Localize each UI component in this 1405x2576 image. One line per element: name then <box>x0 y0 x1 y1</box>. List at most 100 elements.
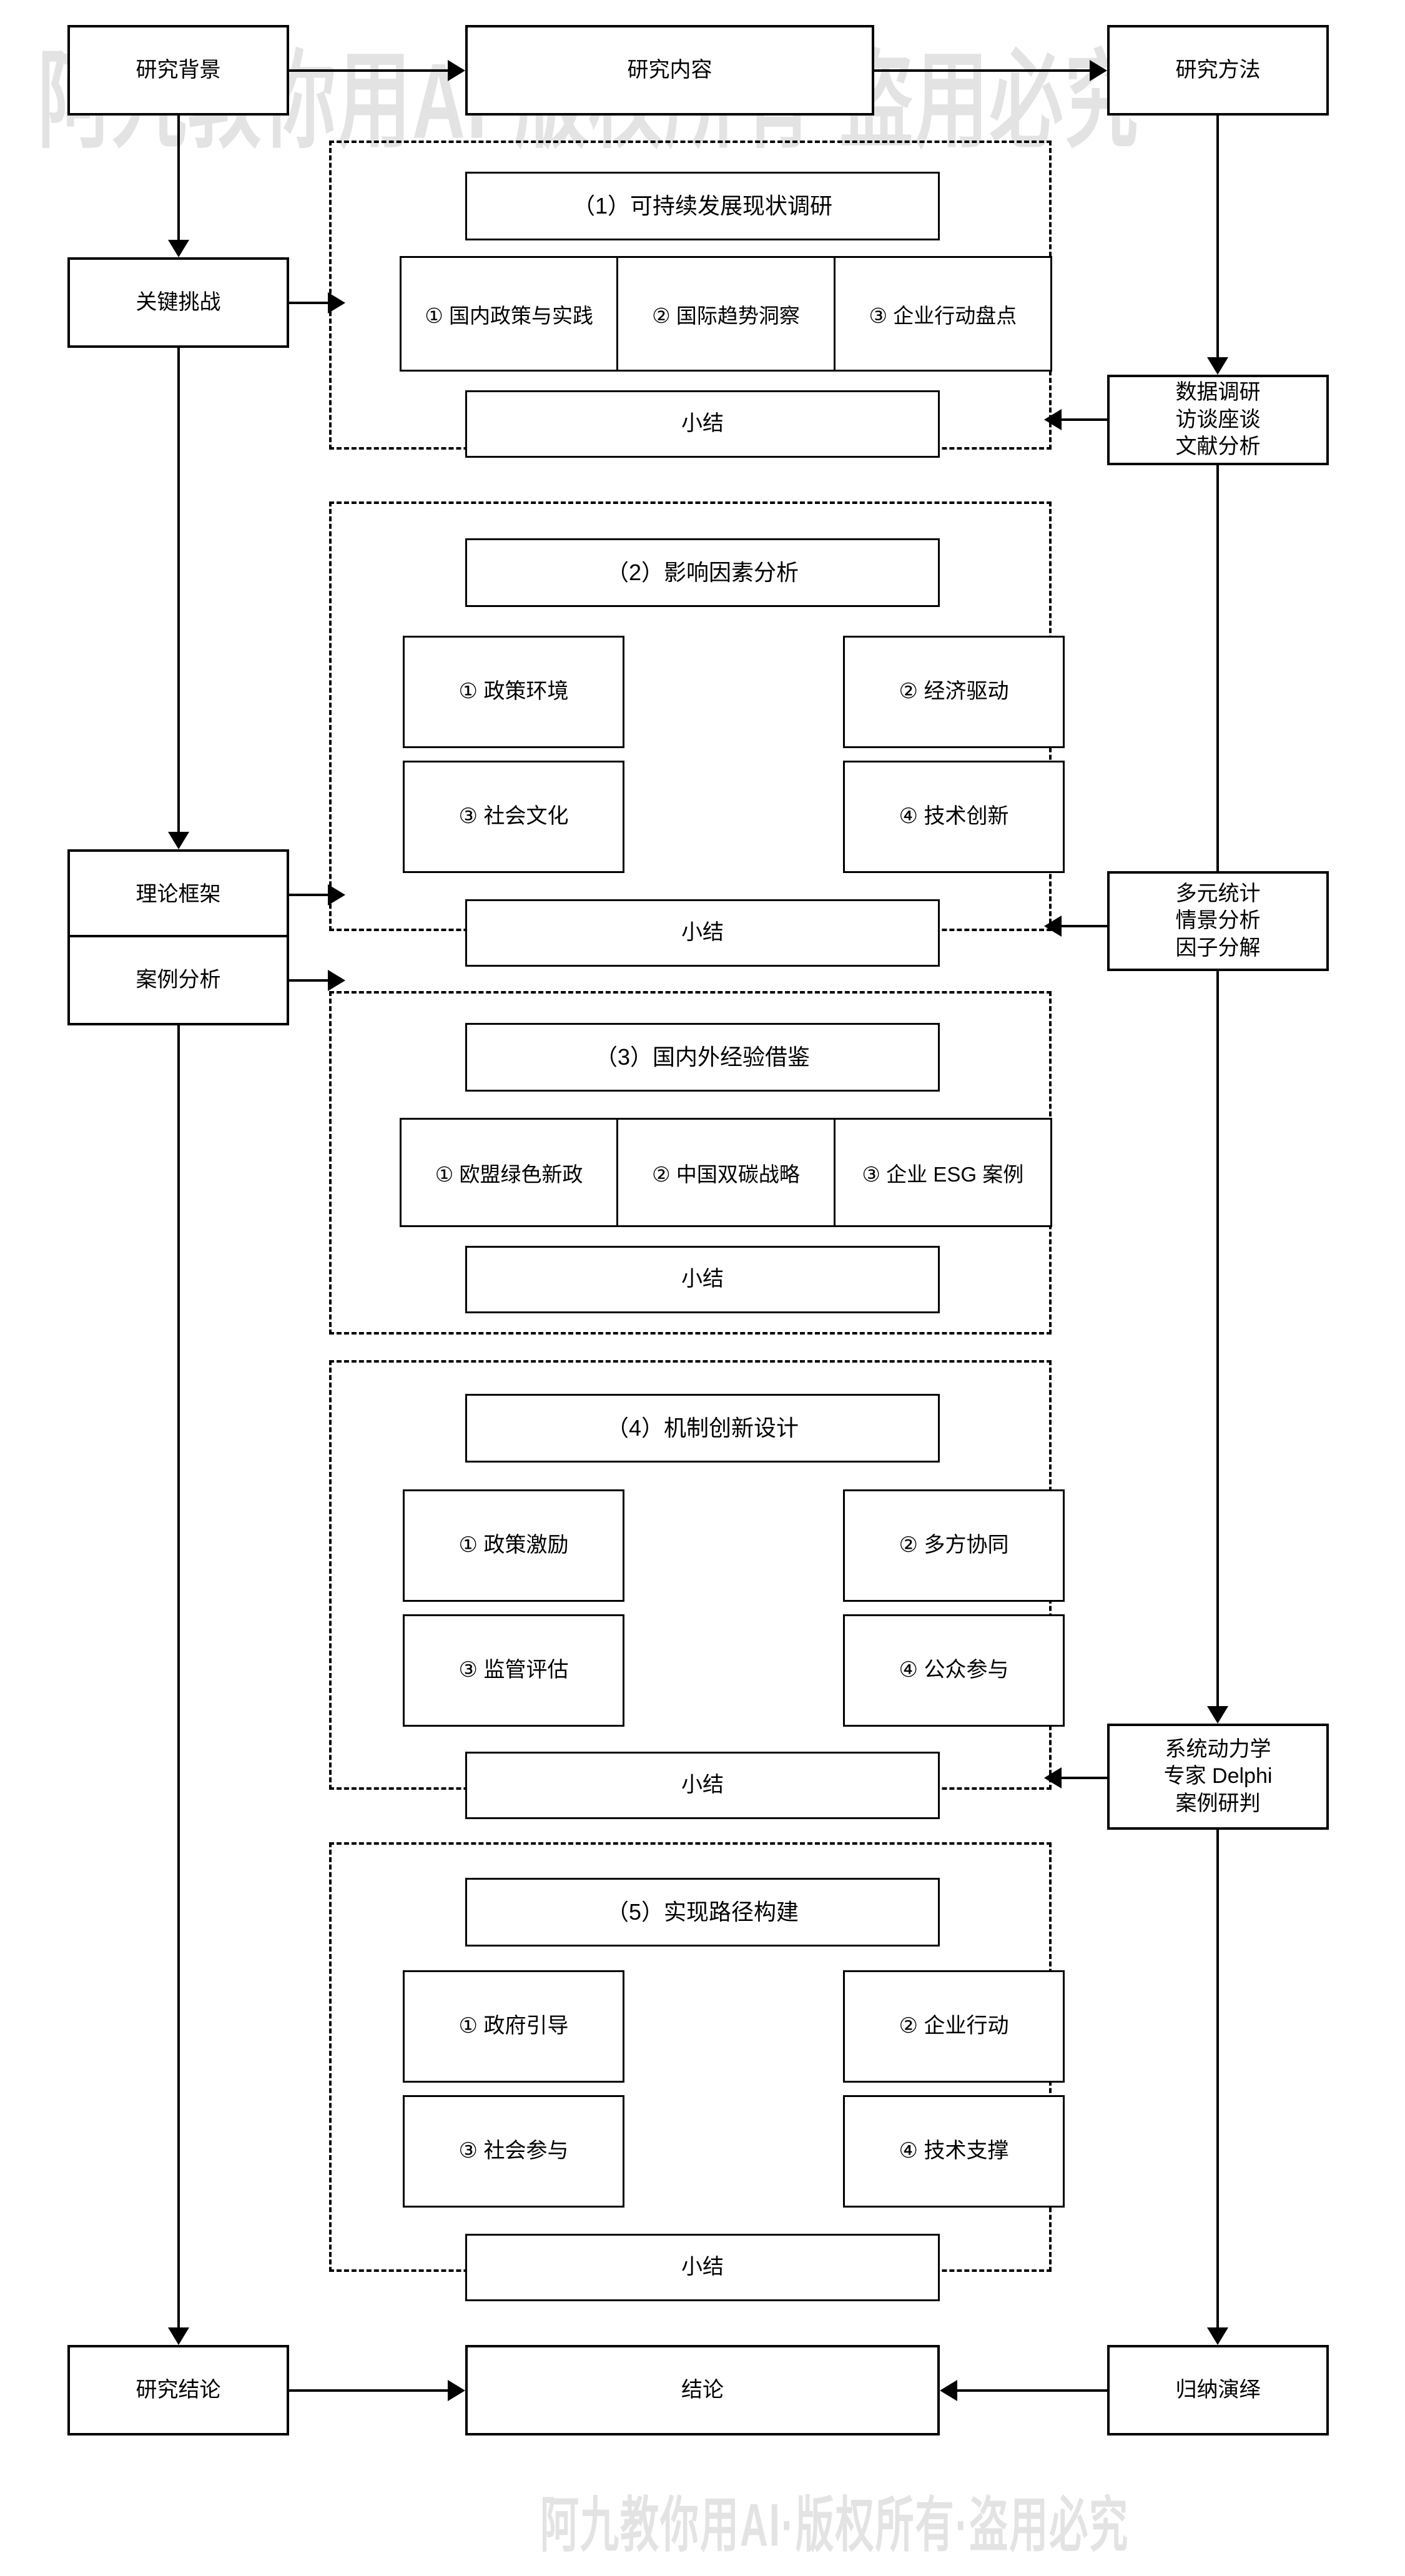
node-research-background[interactable]: 研究背景 <box>67 25 289 116</box>
section-5-item-4[interactable]: ④ 技术支撑 <box>843 2095 1065 2208</box>
section-title-label: （2）影响因素分析 <box>606 559 799 585</box>
item-label: ③ 企业行动盘点 <box>869 303 1017 327</box>
section-5-title[interactable]: （5）实现路径构建 <box>465 1878 940 1947</box>
node-label: 结论 <box>681 2377 724 2402</box>
arrow-content-to-method-icon <box>1090 60 1107 81</box>
section-1-item-1[interactable]: ① 国内政策与实践 <box>402 258 619 370</box>
node-label: 数据调研 访谈座谈 文献分析 <box>1175 380 1261 459</box>
connector-background-to-content <box>289 69 448 72</box>
section-4-title[interactable]: （4）机制创新设计 <box>465 1394 940 1463</box>
arrow-to-theory-icon <box>168 832 189 849</box>
connector-system-dynamics-to-section4 <box>1062 1777 1107 1779</box>
section-3-item-2[interactable]: ② 中国双碳战略 <box>618 1120 836 1225</box>
section-4-item-4[interactable]: ④ 公众参与 <box>843 1614 1065 1727</box>
node-theoretical-framework[interactable]: 理论框架 <box>67 849 289 940</box>
section-2-summary[interactable]: 小结 <box>465 899 940 967</box>
section-2-item-1[interactable]: ① 政策环境 <box>403 636 624 748</box>
section-4-item-1[interactable]: ① 政策激励 <box>403 1489 624 1602</box>
item-label: ③ 企业 ESG 案例 <box>862 1162 1024 1186</box>
item-label: ④ 技术支撑 <box>899 2139 1009 2163</box>
node-method-data-survey[interactable]: 数据调研 访谈座谈 文献分析 <box>1107 375 1329 465</box>
connector-theory-to-section2 <box>289 894 328 896</box>
summary-label: 小结 <box>681 1773 724 1797</box>
node-research-conclusion[interactable]: 研究结论 <box>67 2345 289 2435</box>
node-method-statistics[interactable]: 多元统计 情景分析 因子分解 <box>1107 871 1329 971</box>
node-key-challenges[interactable]: 关键挑战 <box>67 257 289 348</box>
node-label: 案例分析 <box>136 967 221 992</box>
item-label: ② 经济驱动 <box>899 679 1009 704</box>
section-title-label: （5）实现路径构建 <box>606 1898 799 1925</box>
arrow-to-system-dynamics-icon <box>1207 1706 1228 1724</box>
section-1-item-2[interactable]: ② 国际趋势洞察 <box>618 258 836 370</box>
summary-label: 小结 <box>681 920 724 945</box>
item-label: ② 中国双碳战略 <box>652 1162 800 1186</box>
item-label: ① 国内政策与实践 <box>425 303 594 327</box>
node-label: 研究内容 <box>627 57 712 82</box>
item-label: ② 企业行动 <box>899 2014 1009 2038</box>
section-5-item-3[interactable]: ③ 社会参与 <box>403 2095 624 2208</box>
section-5-item-2[interactable]: ② 企业行动 <box>843 1970 1065 2083</box>
section-1-items: ① 国内政策与实践 ② 国际趋势洞察 ③ 企业行动盘点 <box>400 256 1052 372</box>
section-4-item-3[interactable]: ③ 监管评估 <box>403 1614 624 1727</box>
section-3-summary[interactable]: 小结 <box>465 1246 940 1313</box>
node-research-method[interactable]: 研究方法 <box>1107 25 1329 116</box>
summary-label: 小结 <box>681 412 724 436</box>
node-label: 理论框架 <box>136 882 221 906</box>
section-3-title[interactable]: （3）国内外经验借鉴 <box>465 1023 940 1092</box>
arrow-system-dynamics-to-section4-icon <box>1044 1767 1062 1789</box>
section-title-label: （3）国内外经验借鉴 <box>594 1044 811 1070</box>
section-2-item-3[interactable]: ③ 社会文化 <box>403 761 624 873</box>
section-2-item-2[interactable]: ② 经济驱动 <box>843 636 1065 748</box>
section-title-label: （1）可持续发展现状调研 <box>572 192 833 219</box>
section-1-title[interactable]: （1）可持续发展现状调研 <box>465 172 940 240</box>
arrow-to-key-challenges-icon <box>168 240 189 257</box>
node-label: 关键挑战 <box>136 290 221 314</box>
item-label: ③ 社会文化 <box>458 804 569 829</box>
section-2-item-4[interactable]: ④ 技术创新 <box>843 761 1065 873</box>
section-1-item-3[interactable]: ③ 企业行动盘点 <box>836 258 1050 370</box>
summary-label: 小结 <box>681 1267 724 1291</box>
node-label: 多元统计 情景分析 因子分解 <box>1175 881 1261 960</box>
item-label: ① 政策环境 <box>458 679 569 704</box>
node-label: 研究结论 <box>136 2377 221 2402</box>
section-5-summary[interactable]: 小结 <box>465 2234 940 2301</box>
section-4-summary[interactable]: 小结 <box>465 1752 940 1819</box>
arrow-to-induction-icon <box>1207 2327 1228 2345</box>
section-3-item-3[interactable]: ③ 企业 ESG 案例 <box>836 1120 1050 1225</box>
section-2-title[interactable]: （2）影响因素分析 <box>465 538 940 607</box>
connector-key-challenges-to-section1 <box>289 302 328 304</box>
node-case-analysis[interactable]: 案例分析 <box>67 935 289 1025</box>
connector-system-dynamics-to-induction <box>1216 1830 1219 2328</box>
node-label: 研究方法 <box>1175 57 1261 82</box>
section-3-item-1[interactable]: ① 欧盟绿色新政 <box>402 1120 619 1225</box>
arrow-research-conclusion-to-conclusion-icon <box>448 2380 465 2401</box>
section-5-item-1[interactable]: ① 政府引导 <box>403 1970 624 2083</box>
item-label: ③ 监管评估 <box>458 1658 569 1682</box>
connector-key-challenges-to-theory <box>177 348 180 832</box>
arrow-theory-to-section2-icon <box>328 884 345 906</box>
connector-method-to-data-survey <box>1216 116 1219 358</box>
node-final-conclusion[interactable]: 结论 <box>465 2345 940 2435</box>
item-label: ① 政策激励 <box>458 1533 569 1557</box>
connector-data-survey-to-statistics <box>1216 465 1219 871</box>
node-research-content[interactable]: 研究内容 <box>465 25 874 116</box>
item-label: ② 多方协同 <box>899 1533 1009 1557</box>
section-4-item-2[interactable]: ② 多方协同 <box>843 1489 1065 1602</box>
connector-statistics-to-section2 <box>1062 925 1107 927</box>
connector-case-to-conclusion <box>177 1025 180 2328</box>
arrow-key-challenges-to-section1-icon <box>328 292 345 313</box>
node-method-induction-deduction[interactable]: 归纳演绎 <box>1107 2345 1329 2435</box>
item-label: ④ 技术创新 <box>899 804 1009 829</box>
watermark-bottom: 阿九教你用AI·版权所有·盗用必究 <box>540 2492 1130 2560</box>
arrow-statistics-to-section2-icon <box>1044 915 1062 937</box>
connector-data-survey-to-section1 <box>1062 418 1107 421</box>
arrow-induction-to-conclusion-icon <box>940 2380 957 2401</box>
connector-statistics-to-system-dynamics <box>1216 971 1219 1707</box>
node-method-system-dynamics[interactable]: 系统动力学 专家 Delphi 案例研判 <box>1107 1724 1329 1830</box>
node-label: 研究背景 <box>136 57 221 82</box>
section-title-label: （4）机制创新设计 <box>606 1414 799 1441</box>
section-1-summary[interactable]: 小结 <box>465 390 940 458</box>
item-label: ② 国际趋势洞察 <box>652 303 800 327</box>
arrow-to-data-survey-icon <box>1207 357 1228 375</box>
item-label: ① 政府引导 <box>458 2014 569 2038</box>
